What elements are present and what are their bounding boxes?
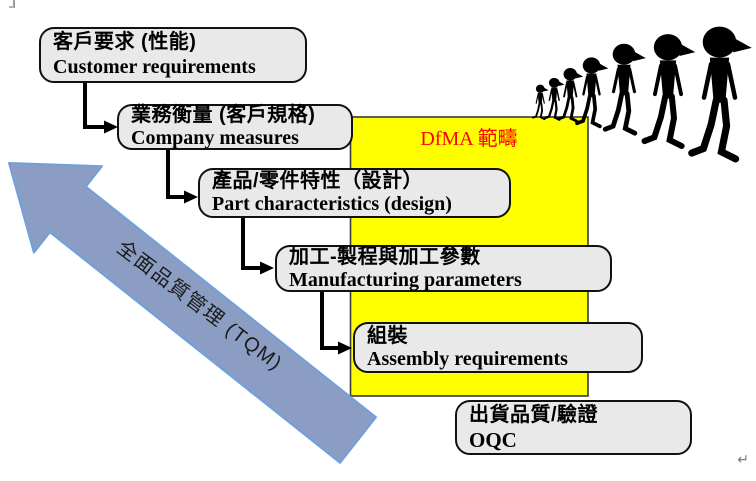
connector-2-arrowhead — [184, 190, 198, 204]
stray-cursor-mark — [9, 0, 15, 8]
flow-box-label-zh: 產品/零件特性（設計） — [212, 170, 424, 192]
connector-4 — [320, 292, 339, 350]
person-silhouette-icon — [692, 27, 752, 159]
person-silhouette-icon — [645, 34, 696, 146]
connector-3 — [241, 218, 261, 270]
connector-2 — [166, 150, 185, 199]
flow-box-oqc: 出貨品質/驗證 OQC — [455, 400, 692, 455]
flow-box-assembly-requirements: 組裝 Assembly requirements — [353, 322, 643, 373]
dfma-zone-label-text: DfMA 範疇 — [420, 128, 518, 150]
flow-box-label-en: Assembly requirements — [367, 347, 568, 370]
person-silhouette-icon — [557, 67, 585, 123]
flow-box-label-zh: 加工-製程與加工參數 — [289, 245, 481, 268]
flow-box-manufacturing-parameters: 加工-製程與加工參數 Manufacturing parameters — [275, 245, 612, 292]
tqm-arrow-shape — [8, 162, 377, 464]
flow-box-label-zh: 出貨品質/驗證 — [469, 403, 599, 426]
person-silhouette-icon — [544, 77, 566, 121]
connector-4-arrowhead — [338, 341, 352, 355]
flow-box-customer-requirements: 客戶要求 (性能) Customer requirements — [39, 27, 307, 83]
flow-box-label-zh: 客戶要求 (性能) — [53, 31, 197, 53]
dfma-zone-label: DfMA 範疇 — [350, 122, 588, 151]
flow-box-label-zh: 組裝 — [367, 324, 408, 347]
flow-box-company-measures: 業務衡量 (客戶規格) Company measures — [117, 104, 353, 150]
paragraph-return-mark: ↵ — [737, 451, 749, 467]
connector-1 — [83, 83, 105, 129]
flow-box-label-en: Part characteristics (design) — [212, 193, 452, 215]
person-silhouette-icon — [605, 44, 646, 133]
flow-box-part-characteristics: 產品/零件特性（設計） Part characteristics (design… — [198, 168, 511, 218]
connector-1-arrowhead — [104, 120, 118, 134]
flow-box-label-en: Customer requirements — [53, 56, 256, 78]
person-silhouette-icon — [575, 56, 610, 129]
flow-box-label-zh: 業務衡量 (客戶規格) — [131, 104, 316, 126]
flow-box-label-en: Manufacturing parameters — [289, 268, 522, 291]
person-silhouette-icon — [532, 84, 550, 121]
connector-3-arrowhead — [260, 261, 274, 275]
flow-box-label-en: OQC — [469, 427, 517, 452]
flow-box-label-en: Company measures — [131, 127, 299, 149]
